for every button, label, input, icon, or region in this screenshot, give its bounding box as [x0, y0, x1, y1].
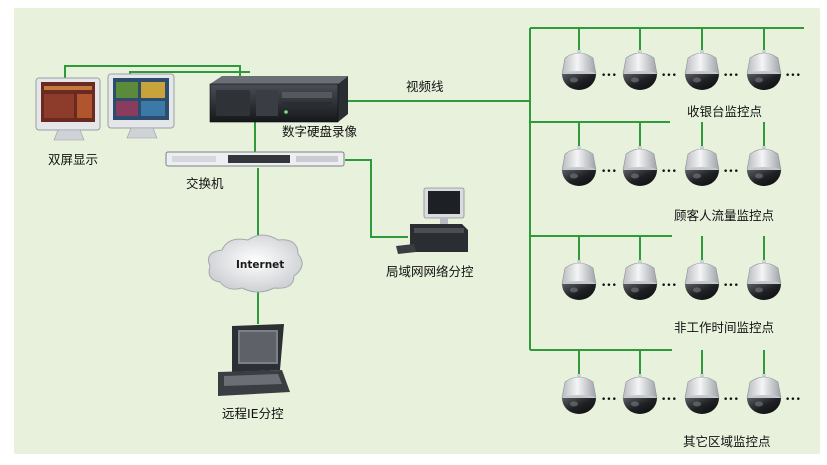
ellipsis: ••• [601, 167, 617, 177]
camera-group-cashier: ••• ••• ••• ••• [561, 49, 801, 91]
ellipsis: ••• [661, 281, 677, 291]
ellipsis: ••• [723, 395, 739, 405]
remote-ie-label: 远程IE分控 [222, 406, 284, 421]
camera-group-label: 非工作时间监控点 [674, 320, 774, 335]
video-line-label: 视频线 [406, 79, 444, 94]
connection-lines [64, 27, 804, 376]
lan-control-pc [396, 187, 468, 254]
ellipsis: ••• [785, 71, 801, 81]
internet-cloud [208, 234, 303, 293]
ellipsis: ••• [661, 71, 677, 81]
camera-group-after-hours: ••• ••• ••• [561, 259, 782, 301]
camera-group-label: 其它区域监控点 [683, 434, 771, 449]
ellipsis: ••• [785, 395, 801, 405]
dvr-recorder [209, 76, 348, 123]
ellipsis: ••• [601, 71, 617, 81]
monitor-left [35, 77, 101, 141]
monitor-right [107, 73, 175, 139]
camera-group-customer-flow: ••• ••• ••• [561, 145, 782, 187]
ellipsis: ••• [601, 395, 617, 405]
ellipsis: ••• [601, 281, 617, 291]
internet-label: Internet [236, 259, 284, 271]
ellipsis: ••• [661, 395, 677, 405]
camera-group-label: 顾客人流量监控点 [674, 208, 774, 223]
network-switch [165, 151, 345, 167]
dual-screen-monitors [35, 73, 175, 141]
remote-laptop [218, 324, 290, 396]
camera-group-other-areas: ••• ••• ••• ••• [561, 373, 801, 415]
camera-group-label: 收银台监控点 [687, 104, 762, 119]
lan-control-label: 局域网网络分控 [386, 264, 474, 279]
ellipsis: ••• [723, 281, 739, 291]
ellipsis: ••• [723, 167, 739, 177]
ellipsis: ••• [661, 167, 677, 177]
dual-screen-label: 双屏显示 [48, 152, 98, 167]
dvr-label: 数字硬盘录像 [282, 124, 358, 139]
switch-label: 交换机 [186, 176, 224, 191]
ellipsis: ••• [723, 71, 739, 81]
